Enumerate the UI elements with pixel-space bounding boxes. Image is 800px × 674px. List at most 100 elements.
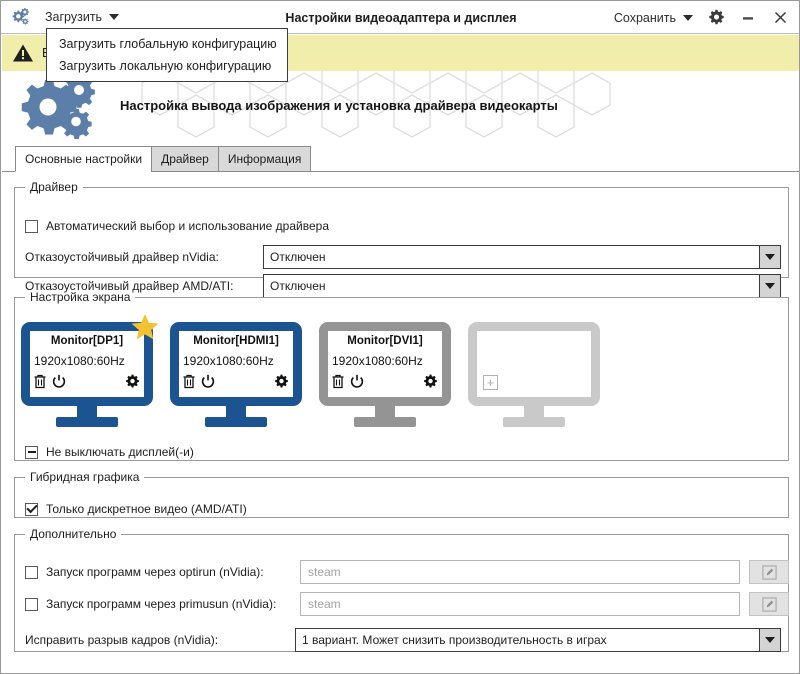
optirun-row: Запуск программ через optirun (nVidia): (25, 565, 264, 579)
warning-triangle-icon (13, 44, 33, 62)
nvidia-driver-value: Отключен (270, 250, 326, 264)
monitor-neck (524, 406, 544, 417)
amd-driver-combobox[interactable]: Отключен (263, 274, 781, 298)
chevron-down-icon (683, 14, 693, 21)
primusun-command-input[interactable]: steam (300, 592, 740, 616)
nvidia-driver-combobox[interactable]: Отключен (263, 245, 781, 269)
monitor-mode: 1920x1080:60Hz (332, 354, 423, 368)
tab-driver[interactable]: Драйвер (151, 146, 219, 172)
settings-gear-button[interactable] (701, 3, 731, 33)
amd-driver-label-row: Отказоустойчивый драйвер AMD/ATI: (25, 279, 233, 293)
nvidia-driver-label: Отказоустойчивый драйвер nVidia: (25, 250, 219, 264)
monitor-card-dp1[interactable]: Monitor[DP1] 1920x1080:60Hz (21, 314, 159, 427)
driver-group-legend: Драйвер (30, 180, 78, 194)
monitor-base (56, 417, 118, 427)
banner-gears-icon (18, 75, 106, 146)
monitor-mode: 1920x1080:60Hz (34, 354, 125, 368)
optirun-command-input[interactable]: steam (300, 560, 740, 584)
load-menu-button[interactable]: Загрузить (39, 8, 125, 26)
monitor-card-add-new[interactable]: + (468, 322, 600, 427)
keep-display-on-label: Не выключать дисплей(-и) (46, 445, 194, 459)
monitor-screen: Monitor[HDMI1] 1920x1080:60Hz (170, 322, 302, 406)
monitor-actions (182, 374, 289, 394)
monitor-screen: + (468, 322, 600, 406)
monitor-card-hdmi1[interactable]: Monitor[HDMI1] 1920x1080:60Hz (170, 322, 302, 427)
monitor-actions (331, 374, 438, 394)
trash-icon[interactable] (33, 374, 47, 394)
keep-display-on-checkbox[interactable] (25, 445, 38, 459)
menu-item-global-config[interactable]: Загрузить глобальную конфигурацию (59, 37, 277, 51)
discrete-video-checkbox[interactable] (25, 502, 38, 516)
titlebar-actions: Сохранить (608, 1, 799, 34)
additional-group: Дополнительно Запуск программ через opti… (14, 527, 789, 652)
tearing-fix-value: 1 вариант. Может снизить производительно… (302, 633, 607, 647)
monitor-name: Monitor[DP1] (50, 335, 124, 347)
chevron-down-icon[interactable] (759, 629, 780, 651)
discrete-video-label: Только дискретное видео (AMD/ATI) (46, 502, 247, 516)
primusun-label: Запуск программ через primusun (nVidia): (46, 597, 277, 611)
monitor-list: Monitor[DP1] 1920x1080:60Hz (21, 314, 600, 427)
save-menu-button[interactable]: Сохранить (608, 9, 699, 27)
power-icon[interactable] (350, 374, 364, 394)
power-icon[interactable] (52, 374, 66, 394)
primusun-row: Запуск программ через primusun (nVidia): (25, 597, 276, 611)
plus-icon[interactable]: + (483, 375, 498, 390)
trash-icon[interactable] (182, 374, 196, 394)
monitor-actions (33, 374, 140, 394)
banner: Настройка вывода изображения и установка… (2, 71, 799, 146)
minimize-button[interactable] (733, 3, 763, 33)
save-menu-label: Сохранить (613, 10, 676, 25)
gear-icon[interactable] (274, 374, 289, 394)
monitor-screen: Monitor[DVI1] 1920x1080:60Hz (319, 322, 451, 406)
window-title-text: Настройки видеоадаптера и дисплея (285, 10, 517, 25)
load-dropdown-menu: Загрузить глобальную конфигурацию Загруз… (46, 28, 288, 82)
monitor-card-dvi1[interactable]: Monitor[DVI1] 1920x1080:60Hz (319, 322, 451, 427)
primusun-placeholder: steam (308, 597, 341, 611)
load-menu-label: Загрузить (45, 10, 103, 24)
amd-driver-label: Отказоустойчивый драйвер AMD/ATI: (25, 279, 234, 293)
app-gears-icon (1, 7, 39, 27)
driver-group: Драйвер Автоматический выбор и использов… (14, 180, 789, 298)
monitor-mode: 1920x1080:60Hz (183, 354, 274, 368)
monitor-name: Monitor[HDMI1] (193, 335, 279, 347)
discrete-video-row: Только дискретное видео (AMD/ATI) (25, 502, 247, 516)
tab-information[interactable]: Информация (217, 146, 312, 172)
amd-driver-value: Отключен (270, 279, 326, 293)
trash-icon[interactable] (331, 374, 345, 394)
primusun-checkbox[interactable] (25, 597, 38, 611)
optirun-label: Запуск программ через optirun (nVidia): (46, 565, 264, 579)
monitor-base (205, 417, 267, 427)
primusun-edit-button[interactable] (749, 592, 789, 616)
monitor-neck (77, 406, 97, 417)
power-icon[interactable] (201, 374, 215, 394)
monitor-screen: Monitor[DP1] 1920x1080:60Hz (21, 322, 153, 406)
monitor-base (503, 417, 565, 427)
tearing-fix-label: Исправить разрыв кадров (nVidia): (25, 633, 219, 647)
close-button[interactable] (765, 3, 795, 33)
auto-driver-checkbox[interactable] (25, 219, 38, 233)
keep-display-on-row: Не выключать дисплей(-и) (25, 445, 194, 459)
screen-group-legend: Настройка экрана (30, 290, 131, 304)
hybrid-graphics-legend: Гибридная графика (30, 470, 140, 484)
banner-text: Настройка вывода изображения и установка… (120, 98, 558, 113)
monitor-base (354, 417, 416, 427)
optirun-edit-button[interactable] (749, 560, 789, 584)
tab-bar: Основные настройки Драйвер Информация (15, 146, 312, 172)
pencil-icon (761, 564, 777, 580)
gear-icon[interactable] (125, 374, 140, 394)
chevron-down-icon (109, 14, 120, 20)
hexagon-watermark (141, 71, 611, 138)
nvidia-driver-label-row: Отказоустойчивый драйвер nVidia: (25, 250, 219, 264)
menu-item-local-config[interactable]: Загрузить локальную конфигурацию (59, 59, 272, 73)
tearing-fix-combobox[interactable]: 1 вариант. Может снизить производительно… (295, 628, 781, 652)
chevron-down-icon[interactable] (759, 246, 780, 268)
gear-icon[interactable] (423, 374, 438, 394)
auto-driver-row: Автоматический выбор и использование дра… (25, 219, 329, 233)
tab-main-settings[interactable]: Основные настройки (15, 146, 153, 172)
chevron-down-icon[interactable] (759, 275, 780, 297)
monitor-neck (375, 406, 395, 417)
optirun-checkbox[interactable] (25, 565, 38, 579)
primary-star-icon (130, 313, 160, 347)
tearing-label-row: Исправить разрыв кадров (nVidia): (25, 633, 218, 647)
